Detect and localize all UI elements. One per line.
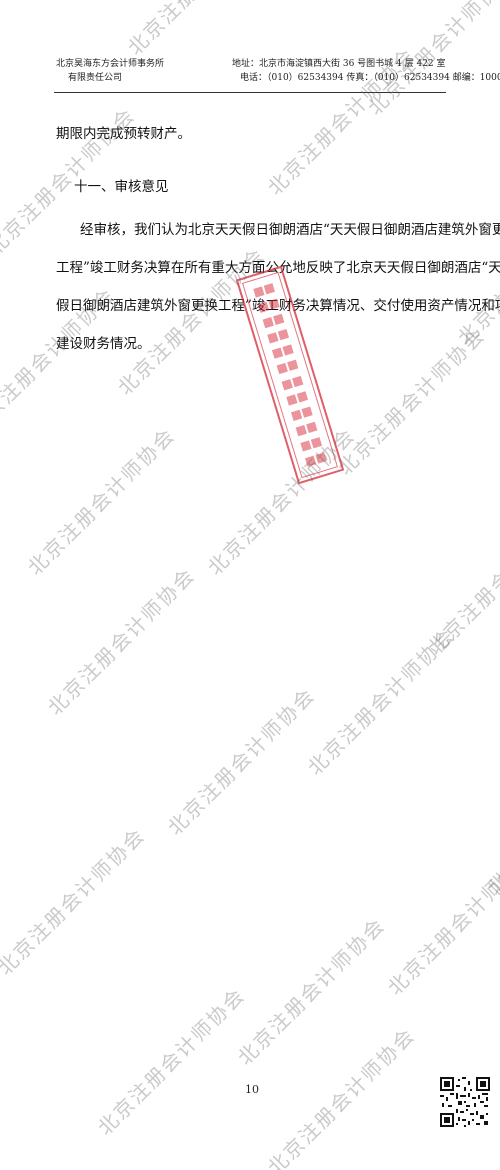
firm-name: 北京昊海东方会计师事务所 有限责任公司 bbox=[56, 57, 164, 85]
watermark-text: 北京注册会计师协会 bbox=[382, 842, 500, 1000]
qr-code bbox=[440, 1077, 490, 1127]
watermark-text: 北京注册会计师协会 bbox=[262, 1022, 420, 1170]
firm-name-line2: 有限责任公司 bbox=[68, 73, 123, 83]
carryover-text: 期限内完成预转财产。 bbox=[56, 126, 191, 142]
watermark-text: 北京注册会计师协会 bbox=[482, 742, 500, 900]
opinion-line: 工程”竣工财务决算在所有重大方面公允地反映了北京天天假日御朗酒店“天天 bbox=[56, 260, 500, 276]
section-heading: 十一、审核意见 bbox=[74, 179, 169, 195]
firm-address: 地址：北京市海淀镇西大街 36 号图书城 4 层 422 室 bbox=[232, 59, 446, 69]
watermark-text: 北京注册会计师协会 bbox=[120, 0, 281, 61]
watermark-text: 北京注册会计师协会 bbox=[162, 682, 320, 840]
watermark-text: 北京注册会计师协会 bbox=[42, 562, 200, 720]
watermark-text: 北京注册会计师协会 bbox=[0, 822, 150, 980]
watermark-text: 北京注册会计师协会 bbox=[22, 422, 180, 580]
audit-opinion-paragraph: 经审核，我们认为北京天天假日御朗酒店“天天假日御朗酒店建筑外窗更换 工程”竣工财… bbox=[56, 218, 500, 370]
firm-contact: 地址：北京市海淀镇西大街 36 号图书城 4 层 422 室 电话：（010）6… bbox=[232, 57, 500, 85]
watermark-text: 北京注册会计师协会 bbox=[422, 502, 500, 660]
firm-name-line1: 北京昊海东方会计师事务所 bbox=[56, 59, 165, 69]
page-number: 10 bbox=[245, 1083, 259, 1096]
watermark-text: 北京注册会计师协会 bbox=[302, 622, 460, 780]
watermark-text: 北京注册会计师协会 bbox=[92, 982, 250, 1140]
opinion-line: 建设财务情况。 bbox=[56, 336, 151, 352]
opinion-line: 经审核，我们认为北京天天假日御朗酒店“天天假日御朗酒店建筑外窗更换 bbox=[80, 222, 500, 238]
watermark-text: 北京注册会计师协会 bbox=[232, 912, 390, 1070]
header-divider bbox=[54, 92, 446, 93]
firm-phone-fax: 电话：（010）62534394 传真：（010）62534394 邮编：100… bbox=[240, 73, 500, 83]
